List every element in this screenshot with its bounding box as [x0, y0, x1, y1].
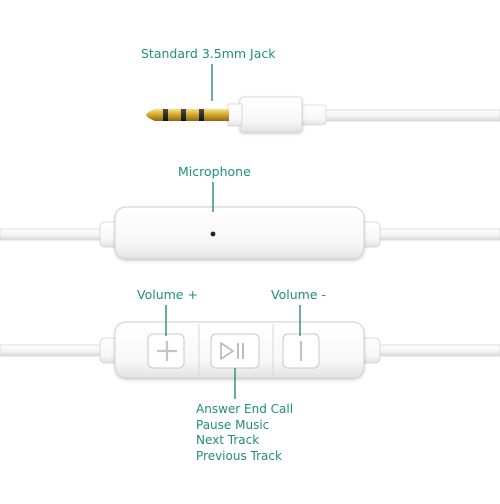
- play-pause-button-face[interactable]: [210, 333, 260, 369]
- jack-cable: [317, 109, 500, 122]
- mic-body: [114, 206, 365, 260]
- center-button-function-list: Answer End Call Pause Music Next Track P…: [196, 402, 293, 464]
- remote-cable-left: [0, 344, 103, 357]
- mic-cable-right: [377, 228, 500, 241]
- volume-down-label: Volume -: [271, 287, 326, 302]
- audio-jack: [146, 64, 500, 133]
- function-answer-end-call: Answer End Call: [196, 402, 294, 416]
- jack-housing: [239, 96, 303, 133]
- play-pause-button[interactable]: [210, 333, 260, 369]
- volume-up-button[interactable]: [147, 333, 185, 369]
- jack-ring-insulator-2: [181, 109, 186, 121]
- function-pause-music: Pause Music: [196, 417, 270, 432]
- jack-label: Standard 3.5mm Jack: [141, 46, 276, 61]
- plus-icon: [157, 341, 177, 361]
- mic-hole: [210, 231, 216, 237]
- jack-sleeve: [204, 109, 229, 121]
- jack-ring-2: [186, 109, 199, 121]
- jack-ring-1: [168, 109, 181, 121]
- jack-tip: [146, 109, 163, 121]
- volume-up-label: Volume +: [137, 287, 198, 302]
- mic-cable-left: [0, 228, 103, 241]
- microphone-module: [0, 182, 500, 260]
- jack-ring-insulator-3: [199, 109, 204, 121]
- function-previous-track: Previous Track: [196, 448, 282, 463]
- microphone-label: Microphone: [178, 164, 251, 179]
- play-pause-icon: [220, 342, 244, 360]
- remote-cable-right: [377, 344, 500, 357]
- volume-down-button[interactable]: [282, 333, 320, 369]
- function-next-track: Next Track: [196, 433, 260, 448]
- remote-control-module: [0, 305, 500, 399]
- jack-ring-insulator-1: [163, 109, 168, 121]
- jack-collar: [227, 103, 243, 127]
